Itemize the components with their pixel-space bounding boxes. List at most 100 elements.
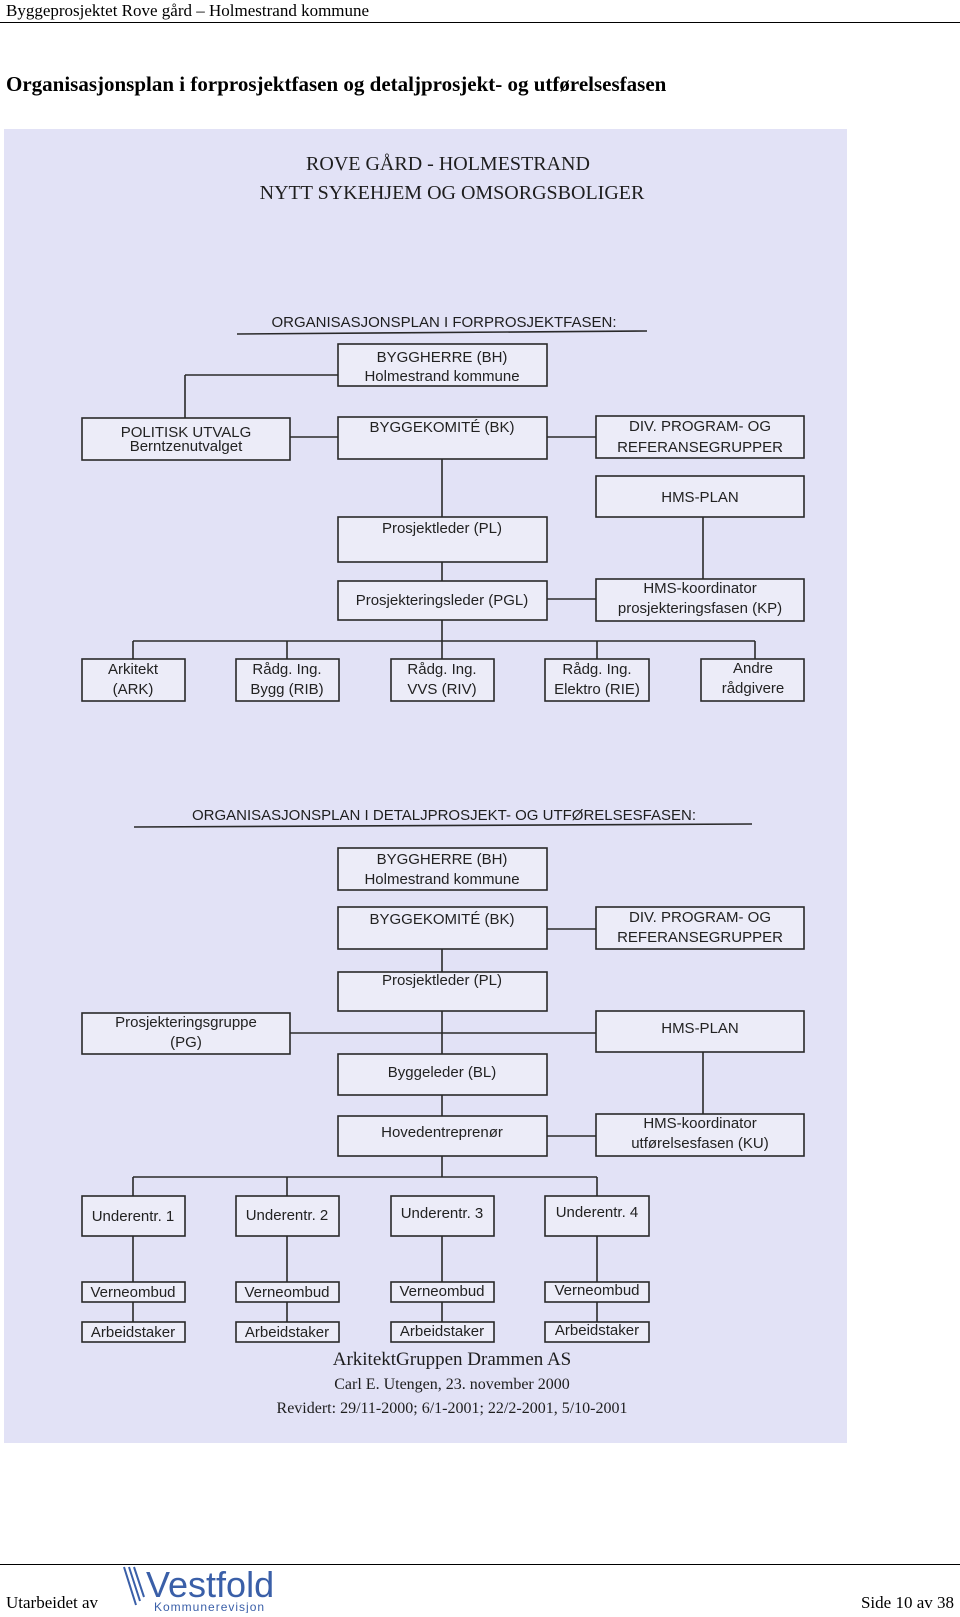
box-politisk-line1: POLITISK UTVALG xyxy=(121,424,252,441)
consultant-box-rib xyxy=(235,658,340,702)
box-hovedentreprenor-text: Hovedentreprenør xyxy=(381,1124,503,1141)
box-byggekomite-1 xyxy=(337,416,548,460)
scan-title-1: ROVE GÅRD - HOLMESTRAND xyxy=(306,153,590,175)
box-byggeleder xyxy=(337,1053,548,1096)
box-underentr-1-text: Underentr. 1 xyxy=(92,1208,175,1225)
box-hms-plan-2 xyxy=(595,1010,805,1053)
signature-revised: Revidert: 29/11-2000; 6/1-2001; 22/2-200… xyxy=(277,1400,628,1417)
box-politisk-line2: Berntzenutvalget xyxy=(130,438,243,455)
box-verneombud-3-text: Verneombud xyxy=(399,1283,484,1300)
section1-connectors xyxy=(132,374,756,659)
box-underentr-4 xyxy=(544,1195,650,1237)
consultant-rie-line2: Elektro (RIE) xyxy=(554,681,640,698)
logo-stripes-icon xyxy=(123,1566,145,1606)
consultant-andre-line2: rådgivere xyxy=(722,680,785,697)
box-politisk-utvalg xyxy=(81,417,291,461)
consultant-ark-line1: Arkitekt xyxy=(108,661,159,678)
box-verneombud-1 xyxy=(81,1281,186,1303)
section2-connectors xyxy=(132,928,704,1322)
box-ku-line2: utførelsesfasen (KU) xyxy=(631,1135,769,1152)
box-hms-koordinator-ku xyxy=(595,1113,805,1157)
box-byggherre-2-line2: Holmestrand kommune xyxy=(364,871,519,888)
box-byggekomite-2 xyxy=(337,906,548,950)
signature-company: ArkitektGruppen Drammen AS xyxy=(333,1349,572,1370)
box-arbeidstaker-1-text: Arbeidstaker xyxy=(91,1324,175,1341)
box-byggekomite-2-text: BYGGEKOMITÉ (BK) xyxy=(369,911,514,928)
box-kp-line2: prosjekteringsfasen (KP) xyxy=(618,600,782,617)
box-kp-line1: HMS-koordinator xyxy=(643,580,756,597)
box-arbeidstaker-4-text: Arbeidstaker xyxy=(555,1322,639,1339)
footer-rule xyxy=(0,1564,960,1565)
section1-heading-rule xyxy=(236,330,648,335)
box-byggeleder-text: Byggeleder (BL) xyxy=(388,1064,496,1081)
box-arbeidstaker-1 xyxy=(81,1321,186,1343)
box-byggherre-1 xyxy=(337,343,548,387)
box-byggherre-1-line2: Holmestrand kommune xyxy=(364,368,519,385)
box-prosjektleder-2-text: Prosjektleder (PL) xyxy=(382,972,502,989)
box-verneombud-4-text: Verneombud xyxy=(554,1282,639,1299)
box-prosjekteringsgruppe xyxy=(81,1012,291,1055)
box-div-program-2 xyxy=(595,906,805,950)
box-hms-plan-2-text: HMS-PLAN xyxy=(661,1020,739,1037)
section2-heading-rule xyxy=(133,823,753,828)
box-underentr-2-text: Underentr. 2 xyxy=(246,1207,329,1224)
box-byggekomite-1-text: BYGGEKOMITÉ (BK) xyxy=(369,419,514,436)
box-prosjektleder-1 xyxy=(337,516,548,563)
document-header: Byggeprosjektet Rove gård – Holmestrand … xyxy=(6,1,370,20)
box-arbeidstaker-3-text: Arbeidstaker xyxy=(400,1323,484,1340)
section2-heading: ORGANISASJONSPLAN I DETALJPROSJEKT- OG U… xyxy=(192,807,696,824)
consultant-box-rie xyxy=(544,658,650,702)
footer-prepared-by: Utarbeidet av xyxy=(6,1593,99,1612)
box-arbeidstaker-3 xyxy=(390,1321,495,1343)
consultant-rib-line2: Bygg (RIB) xyxy=(250,681,323,698)
box-verneombud-2-text: Verneombud xyxy=(244,1284,329,1301)
consultant-andre-line1: Andre xyxy=(733,660,773,677)
box-arbeidstaker-2 xyxy=(235,1321,340,1343)
box-prosjekteringsleder xyxy=(337,580,548,621)
box-hms-plan-1 xyxy=(595,475,805,518)
box-underentr-1 xyxy=(81,1195,186,1237)
signature-author: Carl E. Utengen, 23. november 2000 xyxy=(334,1376,570,1393)
box-hms-koordinator-kp xyxy=(595,578,805,622)
box-underentr-4-text: Underentr. 4 xyxy=(556,1204,639,1221)
consultant-rib-line1: Rådg. Ing. xyxy=(252,661,321,678)
box-verneombud-2 xyxy=(235,1281,340,1303)
box-underentr-3-text: Underentr. 3 xyxy=(401,1205,484,1222)
consultant-box-andre xyxy=(700,658,805,702)
box-ku-line1: HMS-koordinator xyxy=(643,1115,756,1132)
scan-title-2: NYTT SYKEHJEM OG OMSORGSBOLIGER xyxy=(260,182,645,204)
box-div-program-2-line2: REFERANSEGRUPPER xyxy=(617,929,783,946)
section1-heading: ORGANISASJONSPLAN I FORPROSJEKTFASEN: xyxy=(271,314,616,331)
box-pg-line1: Prosjekteringsgruppe xyxy=(115,1014,257,1031)
box-arbeidstaker-4 xyxy=(544,1321,650,1343)
box-byggherre-2 xyxy=(337,847,548,891)
scanned-org-chart: ROVE GÅRD - HOLMESTRAND NYTT SYKEHJEM OG… xyxy=(4,129,847,1443)
box-prosjekteringsleder-text: Prosjekteringsleder (PGL) xyxy=(356,592,529,609)
consultant-riv-line2: VVS (RIV) xyxy=(407,681,476,698)
box-hovedentreprenor xyxy=(337,1115,548,1157)
box-verneombud-1-text: Verneombud xyxy=(90,1284,175,1301)
box-underentr-3 xyxy=(390,1195,495,1237)
page-title: Organisasjonsplan i forprosjektfasen og … xyxy=(6,72,667,96)
box-byggherre-2-line1: BYGGHERRE (BH) xyxy=(377,851,508,868)
consultant-ark-line2: (ARK) xyxy=(113,681,154,698)
box-div-program-1-line2: REFERANSEGRUPPER xyxy=(617,439,783,456)
org-chart-svg: ROVE GÅRD - HOLMESTRAND NYTT SYKEHJEM OG… xyxy=(81,153,805,1417)
box-arbeidstaker-2-text: Arbeidstaker xyxy=(245,1324,329,1341)
box-byggherre-1-line1: BYGGHERRE (BH) xyxy=(377,349,508,366)
header-rule xyxy=(0,22,960,23)
box-div-program-1 xyxy=(595,415,805,459)
box-div-program-2-line1: DIV. PROGRAM- OG xyxy=(629,909,771,926)
consultant-riv-line1: Rådg. Ing. xyxy=(407,661,476,678)
logo-sub: Kommunerevisjon xyxy=(154,1600,265,1613)
logo-word: Vestfold xyxy=(146,1565,274,1605)
box-prosjektleder-2 xyxy=(337,971,548,1012)
box-pg-line2: (PG) xyxy=(170,1034,202,1051)
box-underentr-2 xyxy=(235,1195,340,1237)
footer-page-number: Side 10 av 38 xyxy=(860,1593,954,1612)
vestfold-logo: Vestfold Kommunerevisjon xyxy=(123,1565,274,1613)
consultant-box-ark xyxy=(81,658,186,702)
box-verneombud-4 xyxy=(544,1281,650,1303)
box-verneombud-3 xyxy=(390,1281,495,1303)
box-hms-plan-1-text: HMS-PLAN xyxy=(661,489,739,506)
